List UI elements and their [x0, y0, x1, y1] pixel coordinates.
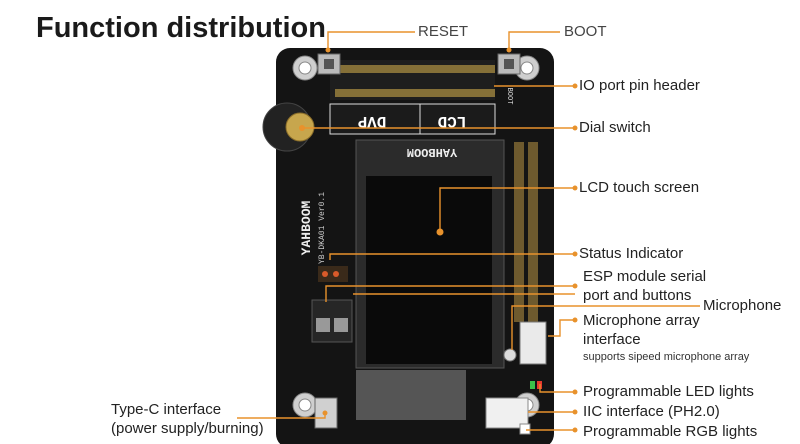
- io-pin-header-right: [514, 142, 538, 322]
- rgb-light: [519, 423, 531, 435]
- io-pin-header-top: [330, 60, 495, 100]
- label-dial-switch: Dial switch: [579, 119, 651, 136]
- label-esp-line1: ESP module serial: [583, 268, 707, 285]
- label-status-indicator: Status Indicator: [579, 245, 684, 262]
- leader-lines: [237, 31, 700, 431]
- label-iic: IIC interface (PH2.0): [583, 403, 720, 420]
- label-mic-array-note: supports sipeed microphone array: [583, 351, 750, 363]
- page-title: Function distribution: [36, 12, 326, 44]
- svg-text:BOOT: BOOT: [505, 88, 513, 105]
- leader-dots: [299, 47, 578, 433]
- label-mic-array-line1: Microphone array: [583, 312, 700, 329]
- lcd-screen: [366, 176, 492, 364]
- label-boot: BOOT: [564, 23, 607, 40]
- label-typec-line2: (power supply/burning): [111, 420, 264, 437]
- svg-text:YAHBOOM: YAHBOOM: [407, 145, 457, 159]
- microphone-array-connector: [519, 321, 547, 365]
- dvp-silkscreen: DVP: [358, 112, 387, 130]
- label-io-header: IO port pin header: [579, 77, 700, 94]
- label-led: Programmable LED lights: [583, 383, 754, 400]
- model-silkscreen: YB-DKA01 Ver0.1: [318, 192, 327, 264]
- label-lcd-touch: LCD touch screen: [579, 179, 700, 196]
- label-reset: RESET: [418, 23, 469, 40]
- io-pin-header-bottom: [356, 370, 466, 420]
- brand-silkscreen: YAHBOOM: [299, 200, 314, 255]
- label-typec-line1: Type-C interface: [111, 401, 222, 418]
- iic-connector: [485, 397, 529, 429]
- label-microphone: Microphone: [703, 297, 782, 314]
- microphone: [503, 348, 517, 362]
- lcd-silkscreen: LCD: [438, 112, 467, 130]
- label-mic-array-line2: interface: [583, 331, 641, 348]
- label-esp-line2: port and buttons: [583, 287, 692, 304]
- label-rgb: Programmable RGB lights: [583, 423, 758, 440]
